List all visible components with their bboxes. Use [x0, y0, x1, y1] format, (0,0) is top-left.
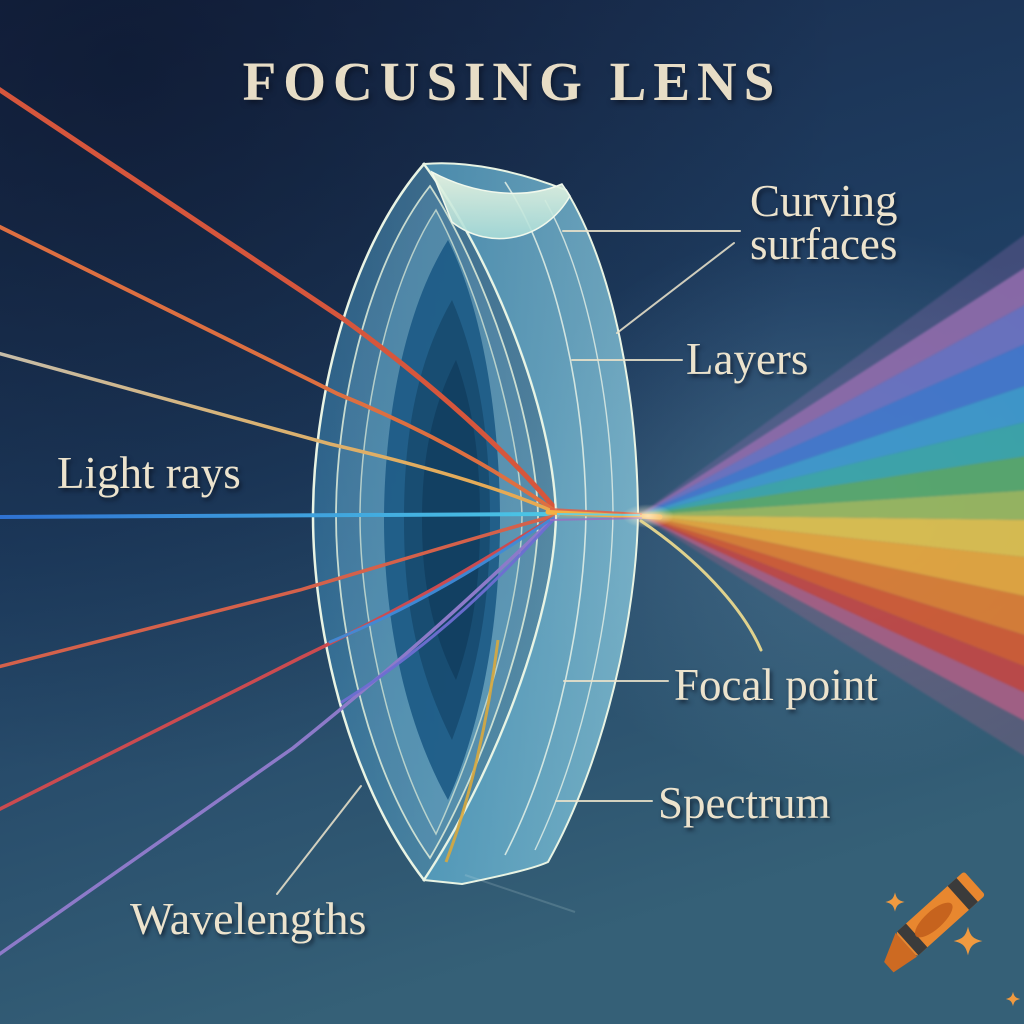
light-rays-group	[0, 86, 561, 956]
label-focal-point: Focal point	[674, 660, 878, 710]
spectrum-band	[639, 305, 1024, 515]
spectrum-band	[639, 515, 1024, 721]
light-ray-indigo-internal	[340, 513, 560, 704]
lens-rim	[422, 162, 640, 913]
light-ray-gold	[0, 351, 560, 516]
lens-top-cap-highlight	[430, 170, 571, 240]
focal-point-glow	[622, 504, 674, 528]
label-spectrum: Spectrum	[658, 778, 830, 828]
spectrum-haze-top	[639, 235, 1024, 515]
spectrum-band	[639, 515, 1024, 635]
sparkle-icon	[885, 892, 905, 912]
crayon-tip	[884, 932, 917, 973]
lens-rim-band	[422, 162, 640, 886]
leader-wavelengths	[276, 785, 362, 895]
spectrum-band	[639, 422, 1024, 515]
sparkle-icon	[953, 926, 983, 956]
spectrum-band	[639, 515, 1024, 557]
focal-bundle	[545, 504, 674, 528]
crayon-band-right	[947, 878, 978, 910]
crayon-band-left	[897, 923, 928, 956]
crayon-label-oval	[914, 902, 953, 938]
crayon-icon	[884, 872, 985, 973]
spectrum-band	[639, 515, 1024, 596]
light-ray-orange	[0, 224, 560, 515]
sparkle-icon	[1005, 991, 1021, 1007]
label-curving-surfaces-line1: Curving	[750, 176, 898, 226]
lens-bottom-streak	[464, 874, 576, 913]
label-layers: Layers	[686, 334, 808, 384]
leader-curving-surfaces-diagonal	[616, 242, 735, 334]
focal-point-curve-pointer	[639, 519, 763, 652]
lens-gold-arc	[444, 639, 500, 863]
light-ray-salmon	[0, 513, 560, 669]
page-title: FOCUSING LENS	[243, 51, 782, 112]
spectrum-band	[639, 344, 1024, 515]
light-ray-axis-blue	[0, 512, 560, 519]
spectrum-band	[639, 515, 1024, 693]
spectrum-band	[639, 386, 1024, 515]
label-light-rays: Light rays	[57, 448, 241, 498]
spectrum-band	[639, 490, 1024, 520]
leader-lines	[276, 230, 741, 895]
label-curving-surfaces-line2: surfaces	[750, 219, 897, 269]
spectrum-band	[639, 456, 1024, 515]
lens	[311, 162, 558, 883]
spectrum-band	[639, 268, 1024, 515]
light-ray-red-orange	[0, 86, 561, 515]
spectrum-haze-bottom	[639, 515, 1024, 756]
spectrum-band	[639, 515, 1024, 667]
spectrum-fan	[639, 235, 1024, 756]
crayon-watermark	[884, 872, 1021, 1007]
label-wavelengths: Wavelengths	[130, 893, 366, 944]
light-ray-blue-internal	[328, 513, 560, 644]
